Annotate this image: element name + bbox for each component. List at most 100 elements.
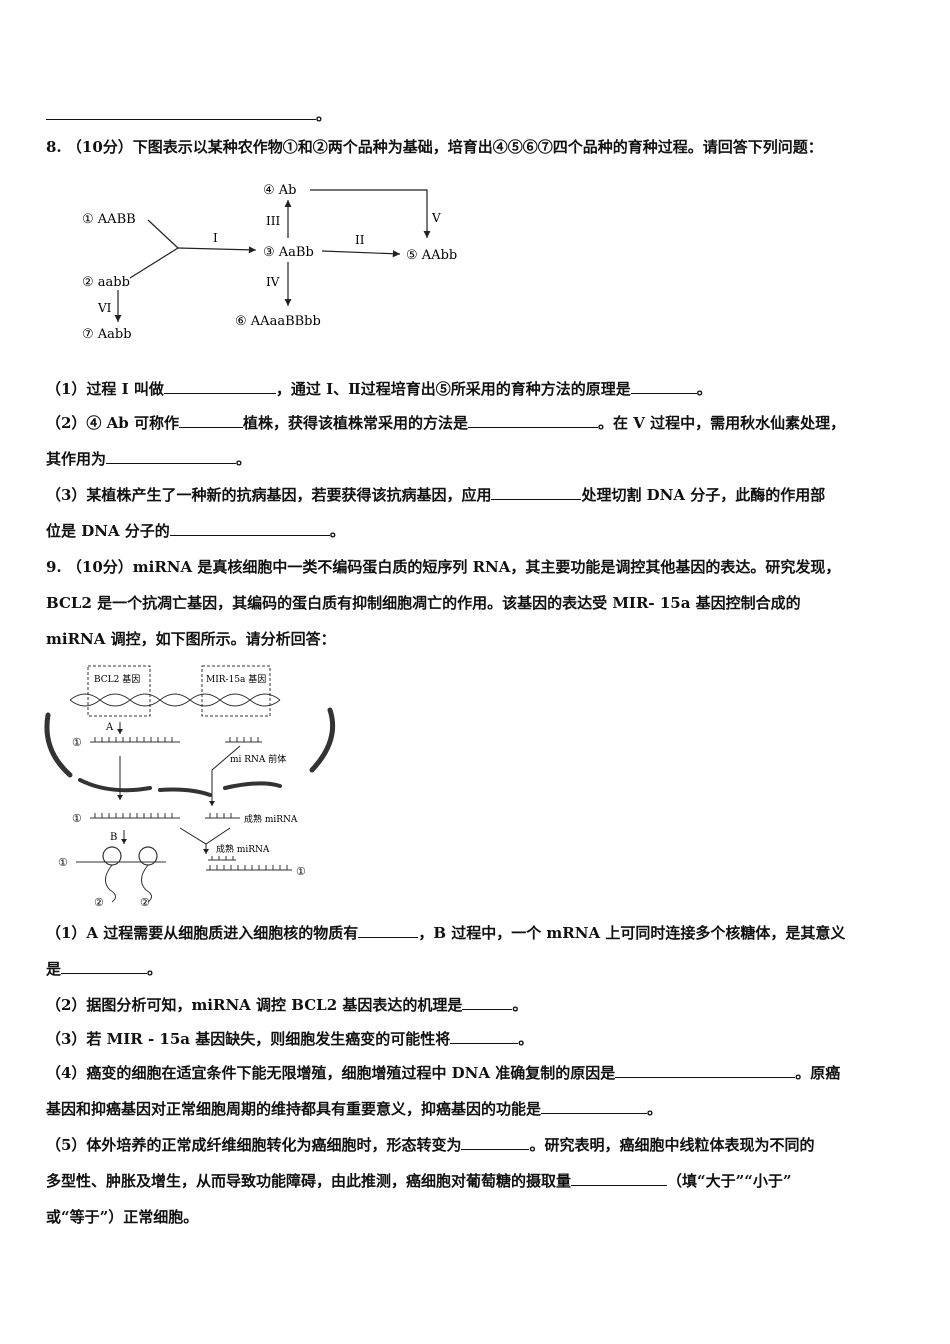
q9-part5-end: 或“等于”）正常细胞。 xyxy=(46,1206,906,1228)
q8-part3: （3）某植株产生了一种新的抗病基因，若要获得该抗病基因，应用 处理切割 DNA 分… xyxy=(46,484,906,506)
target-mrna-ticks xyxy=(209,865,288,870)
q9-3-text-b: 。 xyxy=(518,1030,534,1048)
nuclear-membrane-bottom-1 xyxy=(78,778,152,793)
label-II: II xyxy=(355,233,365,247)
node-3: ③ AaBb xyxy=(263,245,314,260)
mir15a-gene-label: MIR-15a 基因 xyxy=(206,673,266,685)
q8-2-blank-2[interactable] xyxy=(468,413,599,428)
arrow-II xyxy=(321,250,401,258)
q8-1-text-c: 。 xyxy=(696,380,712,398)
q9-5-text-d: （填“大于”“小于” xyxy=(667,1172,792,1190)
q8-3-blank-1[interactable] xyxy=(491,485,582,500)
node-5: ⑤ AAbb xyxy=(406,248,457,263)
q8-1-blank-2[interactable] xyxy=(630,379,697,394)
q9-4-text-a: （4）癌变的细胞在适宜条件下能无限增殖，细胞增殖过程中 DNA 准确复制的原因是 xyxy=(46,1064,616,1082)
mir15a-gene-box xyxy=(201,665,271,717)
mir-dna-helix xyxy=(189,693,281,707)
node-6: ⑥ AAaaBBbb xyxy=(235,314,321,329)
q8-2-blank-3[interactable] xyxy=(106,449,237,464)
mirna-regulation-diagram: BCL2 基因 MIR-15a 基因 A ① mi RNA 前体 ① xyxy=(44,665,336,909)
pre-mirna-label: mi RNA 前体 xyxy=(230,753,286,765)
q8-2-text-b: 植株，获得该植株常采用的方法是 xyxy=(243,414,469,432)
q9-3-blank[interactable] xyxy=(450,1029,519,1044)
q9-1-blank-1[interactable] xyxy=(358,923,419,938)
bcl2-gene-label: BCL2 基因 xyxy=(94,673,140,685)
q8-2-blank-1[interactable] xyxy=(179,413,244,428)
mir-dna-helix-2 xyxy=(189,693,281,707)
bcl2-gene-box xyxy=(87,665,151,717)
q8-part2: （2）④ Ab 可称作植株，获得该植株常采用的方法是。在 V 过程中，需用秋水仙… xyxy=(46,412,906,434)
q9-header-line-3: miRNA 调控，如下图所示。请分析回答： xyxy=(46,630,336,648)
q9-1-text-d: 。 xyxy=(147,960,163,978)
q9-part5: （5）体外培养的正常成纤维细胞转化为癌细胞时，形态转变为。研究表明，癌细胞中线粒… xyxy=(46,1134,906,1156)
mrna-top-ticks xyxy=(94,737,173,742)
q9-5-text-e: 或“等于”）正常细胞。 xyxy=(46,1208,199,1226)
q9-4-blank-1[interactable] xyxy=(615,1063,796,1078)
peptide-2 xyxy=(141,864,152,903)
q9-4-text-d: 。 xyxy=(647,1100,663,1118)
q9-5-blank-2[interactable] xyxy=(571,1171,668,1186)
q8-3-text-c: 位是 DNA 分子的 xyxy=(46,522,170,540)
q9-1-text-a: （1）A 过程需要从细胞质进入细胞核的物质有 xyxy=(46,924,359,942)
q8-1-text-a: （1）过程 I 叫做 xyxy=(46,380,164,398)
q9-part4: （4）癌变的细胞在适宜条件下能无限增殖，细胞增殖过程中 DNA 准确复制的原因是… xyxy=(46,1062,906,1084)
q9-4-blank-2[interactable] xyxy=(541,1099,648,1114)
q8-header: 8. （10分）下图表示以某种农作物①和②两个品种为基础，培育出④⑤⑥⑦四个品种… xyxy=(46,138,823,156)
q9-4-text-b: 。原癌 xyxy=(795,1064,841,1082)
q9-4-text-c: 基因和抑癌基因对正常细胞周期的维持都具有重要意义，抑癌基因的功能是 xyxy=(46,1100,542,1118)
q9-part3: （3）若 MIR - 15a 基因缺失，则细胞发生癌变的可能性将 。 xyxy=(46,1028,906,1050)
node-4: ④ Ab xyxy=(263,183,297,198)
label-I: I xyxy=(213,231,218,245)
node-7: ⑦ Aabb xyxy=(82,327,132,342)
node-2: ② aabb xyxy=(82,275,130,290)
arrow-V xyxy=(310,189,431,238)
nuclear-membrane-bottom-3 xyxy=(223,781,282,790)
q9-header-line-1: 9. （10分）miRNA 是真核细胞中一类不编码蛋白质的短序列 RNA，其主要… xyxy=(46,558,841,576)
q9-5-text-b: 。研究表明，癌细胞中线粒体表现为不同的 xyxy=(529,1136,815,1154)
q8-3-text-b: 处理切割 DNA 分子，此酶的作用部 xyxy=(581,486,826,504)
mature-mirna-bound-ticks xyxy=(211,856,234,860)
label-A: A xyxy=(105,722,114,733)
label-VI: VI xyxy=(97,301,112,315)
label-2-b: ② xyxy=(140,896,150,909)
q9-5-blank-1[interactable] xyxy=(461,1135,530,1150)
prev-answer-line: 。 xyxy=(46,104,906,126)
q9-part1: （1）A 过程需要从细胞质进入细胞核的物质有 ，B 过程中，一个 mRNA 上可同… xyxy=(46,922,906,944)
mature-mirna-mid-ticks xyxy=(209,813,232,818)
label-III: III xyxy=(266,214,280,228)
line-1-to-join xyxy=(147,219,179,249)
q9-2-text-a: （2）据图分析可知，miRNA 调控 BCL2 基因表达的机理是 xyxy=(46,996,463,1014)
q8-3-text-d: 。 xyxy=(329,522,345,540)
label-1-mid: ① xyxy=(72,812,82,825)
line-2-to-join xyxy=(129,247,179,279)
label-1-top: ① xyxy=(72,736,82,749)
q8-3-text-a: （3）某植株产生了一种新的抗病基因，若要获得该抗病基因，应用 xyxy=(46,486,492,504)
mature-mirna-label-low: 成熟 miRNA xyxy=(216,843,270,855)
node-1: ① AABB xyxy=(82,212,136,227)
answer-blank[interactable] xyxy=(46,105,316,120)
q8-part1: （1）过程 I 叫做，通过 I、Ⅱ过程培育出⑤所采用的育种方法的原理是。 xyxy=(46,378,906,400)
q8-part3-cont: 位是 DNA 分子的 。 xyxy=(46,520,906,542)
nuclear-membrane-bottom-2 xyxy=(158,787,212,797)
q8-3-blank-2[interactable] xyxy=(169,521,330,536)
breeding-process-diagram: ① AABB ② aabb ③ AaBb ④ Ab ⑤ AAbb ⑥ AAaaB… xyxy=(82,183,457,342)
mrna-mid-ticks xyxy=(94,813,173,818)
q9-part4-cont: 基因和抑癌基因对正常细胞周期的维持都具有重要意义，抑癌基因的功能是 。 xyxy=(46,1098,906,1120)
q9-1-blank-2[interactable] xyxy=(61,959,148,974)
label-IV: IV xyxy=(266,275,280,289)
q9-3-text-a: （3）若 MIR - 15a 基因缺失，则细胞发生癌变的可能性将 xyxy=(46,1030,451,1048)
label-1-bottom-left: ① xyxy=(58,856,68,869)
arrow-I xyxy=(177,246,257,254)
q8-1-blank-1[interactable] xyxy=(163,379,276,394)
arrow-converge xyxy=(179,827,231,845)
label-V: V xyxy=(431,211,441,225)
q9-2-blank[interactable] xyxy=(462,995,513,1010)
q8-part2-cont: 其作用为。 xyxy=(46,448,906,470)
q9-part5-cont: 多型性、肿胀及增生，从而导致功能障碍，由此推测，癌细胞对葡萄糖的摄取量（填“大于… xyxy=(46,1170,906,1192)
nuclear-membrane-left xyxy=(44,712,73,778)
mature-mirna-label-mid: 成熟 miRNA xyxy=(244,813,298,825)
q8-2-text-e: 。 xyxy=(236,450,252,468)
q9-1-text-b: ，B 过程中，一个 mRNA 上可同时连接多个核糖体，是其意义 xyxy=(418,924,846,942)
label-1-bottom-right: ① xyxy=(296,865,306,878)
q9-2-text-b: 。 xyxy=(512,996,528,1014)
